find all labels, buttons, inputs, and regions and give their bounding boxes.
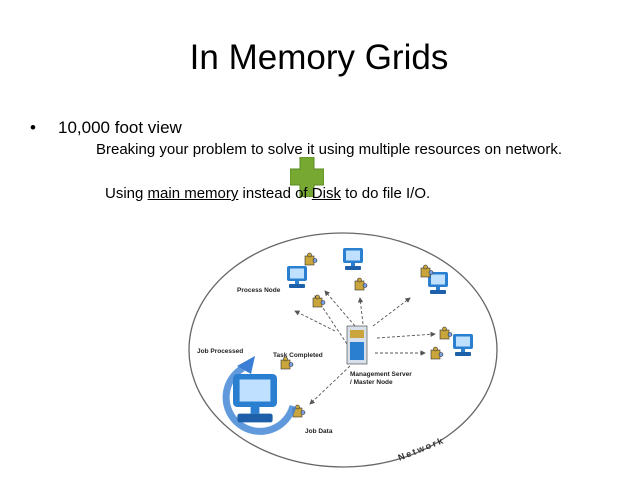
green-plus-shape <box>290 157 324 197</box>
label-task-completed: Task Completed <box>273 352 323 359</box>
disk-text: Disk <box>311 185 341 202</box>
line2-prefix: Using <box>105 185 148 202</box>
label-job-processed: Job Processed <box>197 348 243 355</box>
label-management-server: Management Server <box>350 371 412 378</box>
server-icon <box>346 325 368 365</box>
label-master-node: / Master Node <box>350 379 393 386</box>
line2-suffix: to do file I/O. <box>340 185 431 202</box>
slide-title: In Memory Grids <box>189 38 449 77</box>
label-process-node: Process Node <box>237 287 281 294</box>
network-diagram: Process Node Job Processed Task Complete… <box>188 232 498 468</box>
computer-icon-process-node <box>287 266 307 288</box>
puzzle-icon-2 <box>312 294 326 308</box>
label-job-data: Job Data <box>305 428 333 435</box>
label-network: Network <box>396 435 446 463</box>
description-line-1: Breaking your problem to solve it using … <box>96 141 563 158</box>
cycle-arrow-icon <box>222 356 297 435</box>
computer-icon-top-right <box>428 272 448 294</box>
puzzle-icon-1 <box>304 252 318 266</box>
computer-icon-top <box>343 248 363 270</box>
computer-icon-right <box>453 334 473 356</box>
computer-icon-main <box>233 374 277 423</box>
main-memory-text: main memory <box>147 185 239 202</box>
puzzle-icon-5 <box>439 326 453 340</box>
line2-mid: instead of <box>238 185 312 202</box>
puzzle-icon-3 <box>354 277 368 291</box>
puzzle-icon-6 <box>430 346 444 360</box>
description-line-2: Using main memory instead of Disk to do … <box>105 185 430 202</box>
bullet-dot-icon: • <box>30 118 36 137</box>
bullet-text: 10,000 foot view <box>58 118 182 137</box>
bullet-item: • 10,000 foot view <box>30 118 182 138</box>
network-ellipse <box>188 232 498 468</box>
